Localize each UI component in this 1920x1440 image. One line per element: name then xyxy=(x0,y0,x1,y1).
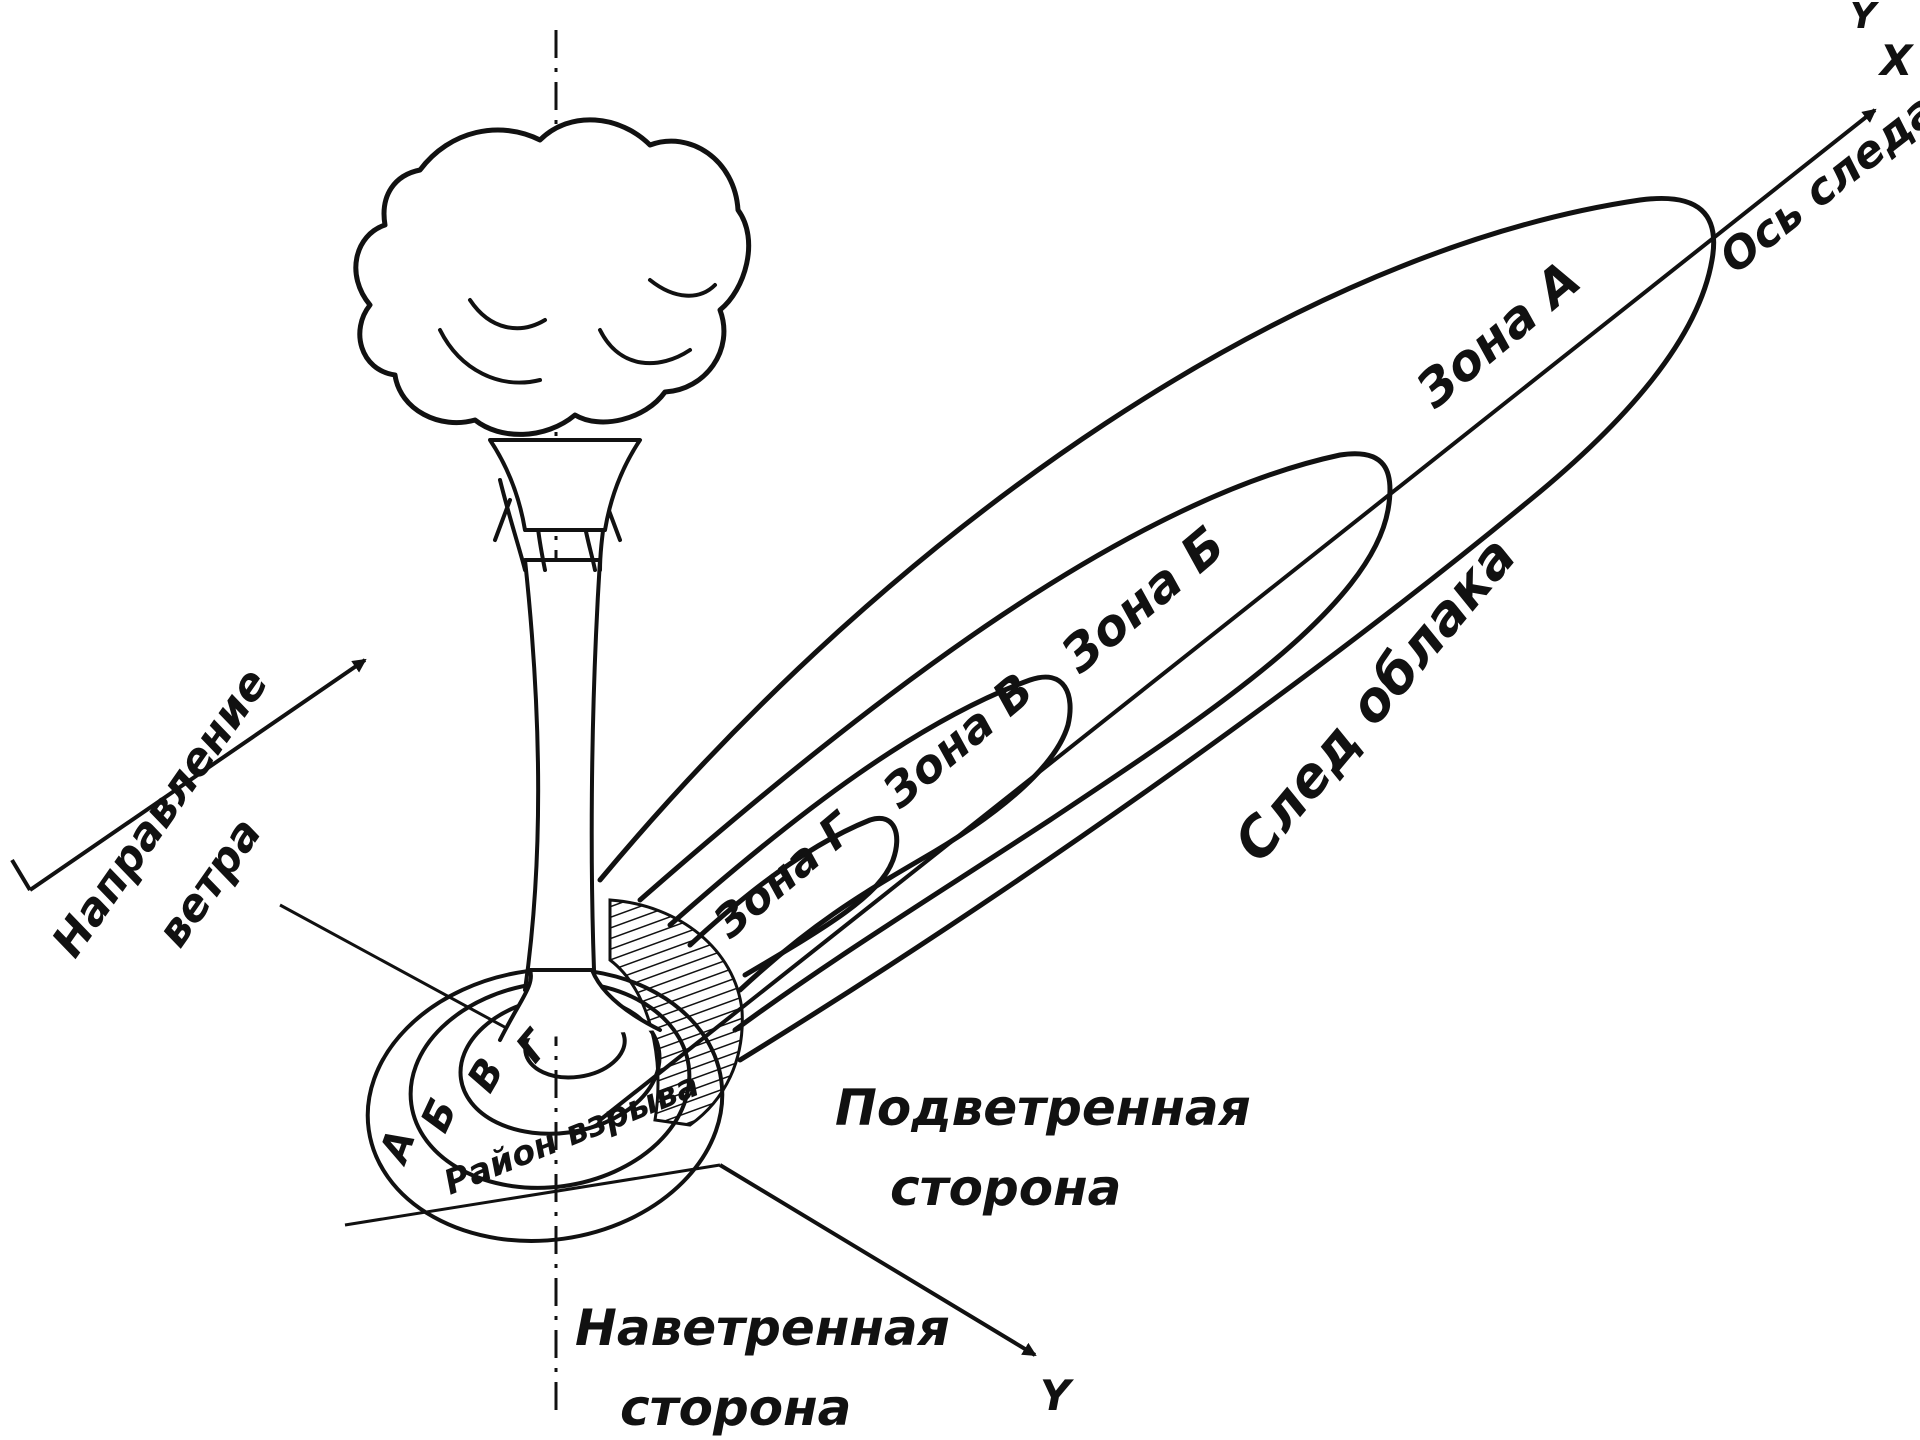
zone-b-outline xyxy=(640,454,1390,1030)
wind-arrow-tail xyxy=(12,860,30,890)
leeward-label-2: сторона xyxy=(890,1159,1121,1217)
windward-label-2: сторона xyxy=(620,1379,851,1437)
leeward-label-1: Подветренная xyxy=(835,1079,1251,1137)
windward-label-1: Наветренная xyxy=(575,1299,950,1357)
pointer-wind-label xyxy=(280,905,510,1030)
axis-y-bottom-label: Y xyxy=(1040,1371,1074,1420)
trace-axis-label: Ось следа xyxy=(1710,83,1920,283)
trace-axis xyxy=(600,110,1875,1120)
axis-x-label: X xyxy=(1877,36,1915,85)
axis-y-top-label: Y xyxy=(1850,0,1880,37)
zone-b-label: Зона Б xyxy=(1050,515,1236,685)
labels: X Y Y Ось следа Зона А Зона Б Зона В Зон… xyxy=(42,0,1920,1437)
cloud-neck xyxy=(490,440,640,530)
trace-axis-line xyxy=(600,110,1875,1120)
cloud-stem xyxy=(525,560,600,995)
zone-a-label: Зона А xyxy=(1405,250,1592,420)
cloud-trace-label: След облака xyxy=(1222,525,1529,874)
mushroom-cloud xyxy=(356,120,749,1040)
cloud-cap xyxy=(356,120,749,435)
